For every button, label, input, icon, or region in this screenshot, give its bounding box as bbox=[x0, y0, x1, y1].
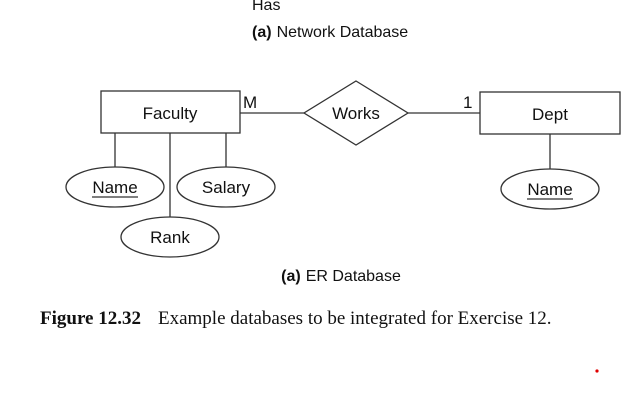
works-relationship bbox=[302, 80, 410, 146]
er-caption: (a) ER Database bbox=[281, 268, 401, 285]
red-dot-marker bbox=[595, 369, 599, 373]
network-caption: (a) Network Database bbox=[252, 24, 408, 41]
dept-name-attribute bbox=[500, 168, 600, 210]
faculty-name-label: Name bbox=[92, 178, 137, 197]
has-label: Has bbox=[252, 0, 280, 14]
figure-label: Figure 12.32 bbox=[40, 308, 141, 329]
figure-caption: Figure 12.32 Example databases to be inte… bbox=[40, 308, 552, 329]
cardinality-1: 1 bbox=[463, 93, 472, 112]
cardinality-m: M bbox=[243, 93, 257, 112]
faculty-name-attribute bbox=[65, 166, 165, 208]
faculty-rank-attribute bbox=[120, 216, 220, 258]
er-caption-text: ER Database bbox=[306, 268, 401, 285]
network-caption-prefix: (a) bbox=[252, 24, 272, 41]
er-caption-prefix: (a) bbox=[281, 268, 301, 285]
dept-entity bbox=[479, 91, 621, 135]
faculty-entity bbox=[100, 90, 241, 134]
dept-label: Dept bbox=[532, 105, 568, 124]
faculty-label: Faculty bbox=[143, 104, 198, 123]
faculty-salary-attribute bbox=[176, 166, 276, 208]
works-label: Works bbox=[332, 104, 380, 123]
faculty-rank-label: Rank bbox=[150, 228, 190, 247]
network-caption-text: Network Database bbox=[277, 24, 409, 41]
faculty-salary-label: Salary bbox=[202, 178, 251, 197]
figure-caption-text: Example databases to be integrated for E… bbox=[158, 308, 552, 329]
dept-name-label: Name bbox=[527, 180, 572, 199]
